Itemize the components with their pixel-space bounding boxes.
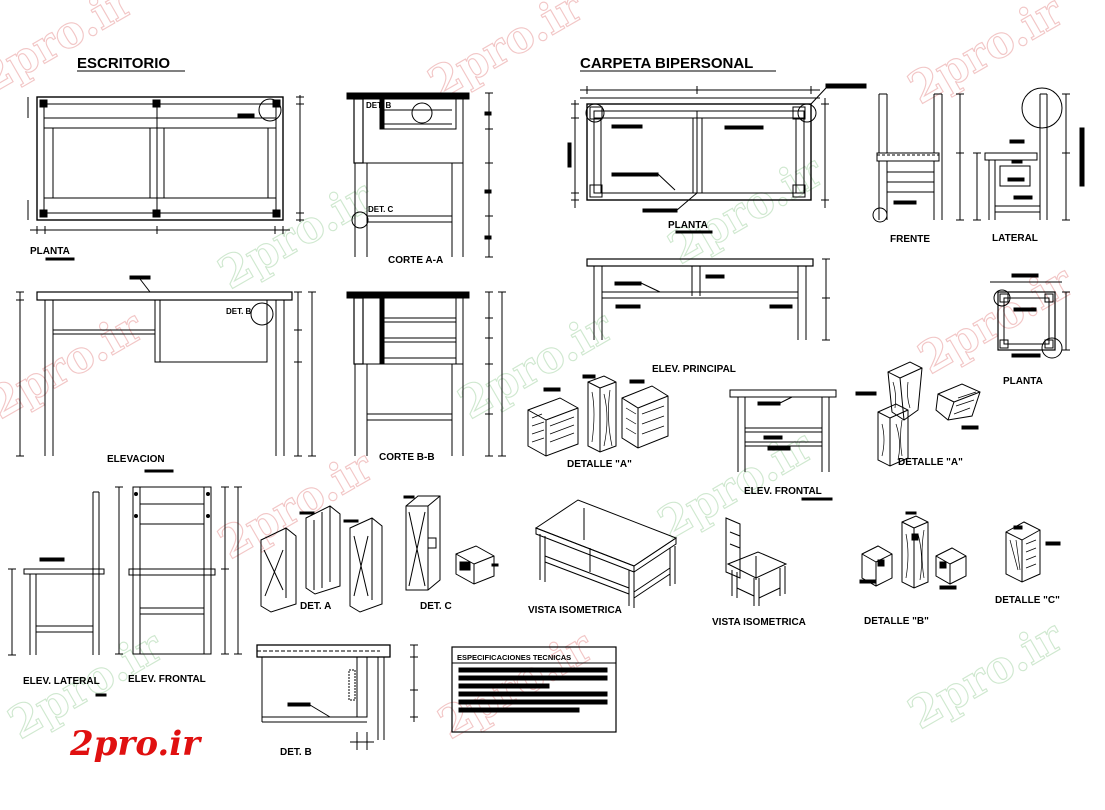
watermark-text: 2pro.ir <box>910 256 1082 385</box>
detalle-c-drawing <box>1005 521 1061 583</box>
section-aa-drawing <box>346 92 493 258</box>
label-corte-aa: CORTE A-A <box>388 255 443 266</box>
watermark-layer: 2pro.ir 2pro.ir 2pro.ir 2pro.ir 2pro.ir … <box>0 0 1083 750</box>
label-elevacion: ELEVACION <box>107 454 165 465</box>
carpeta-front-drawing <box>872 93 964 223</box>
desk-elevation-drawing <box>16 275 316 473</box>
label-frente: FRENTE <box>890 234 930 245</box>
title-escritorio: ESCRITORIO <box>77 55 170 72</box>
label-planta-carpeta: PLANTA <box>668 220 708 231</box>
watermark-text: 2pro.ir <box>210 171 382 300</box>
detalle-b-drawing <box>859 511 967 590</box>
title-carpeta-bipersonal: CARPETA BIPERSONAL <box>580 55 753 72</box>
detalle-a-left-drawing <box>527 374 669 457</box>
label-det-b: DET. B <box>280 747 312 758</box>
desk-plan-drawing <box>27 95 304 261</box>
specifications-box <box>451 646 617 733</box>
tag-det-b-elevation: DET. B <box>226 307 252 316</box>
label-elev-principal: ELEV. PRINCIPAL <box>652 364 736 375</box>
label-vista-isometrica-chair: VISTA ISOMETRICA <box>712 617 806 628</box>
label-vista-isometrica-table: VISTA ISOMETRICA <box>528 605 622 616</box>
label-det-c: DET. C <box>420 601 452 612</box>
label-lateral: LATERAL <box>992 233 1038 244</box>
detail-a-drawing <box>260 505 383 613</box>
watermark-text: 2pro.ir <box>0 301 152 430</box>
labels-layer: ESCRITORIO CARPETA BIPERSONAL PLANTA COR… <box>23 55 1060 764</box>
section-bb-drawing <box>346 291 506 457</box>
carpeta-small-plan-drawing <box>990 273 1070 359</box>
label-detalle-c: DETALLE "C" <box>995 595 1060 606</box>
detail-b-drawing <box>256 644 418 750</box>
watermark-text: 2pro.ir <box>660 146 832 275</box>
carpeta-plan-drawing <box>567 83 867 234</box>
label-planta-desk: PLANTA <box>30 246 70 257</box>
label-det-a: DET. A <box>300 601 331 612</box>
watermark-text: 2pro.ir <box>900 0 1072 115</box>
watermark-text: 2pro.ir <box>900 611 1072 740</box>
tag-det-c: DET. C <box>368 205 394 214</box>
carpeta-frontal-elevation-drawing <box>729 389 837 501</box>
detalle-a-right-drawing <box>855 361 981 467</box>
label-planta-small: PLANTA <box>1003 376 1043 387</box>
label-especificaciones: ESPECIFICACIONES TECNICAS <box>457 653 571 662</box>
chair-frontal-elevation-drawing <box>115 486 242 655</box>
watermark-text: 2pro.ir <box>450 301 622 430</box>
label-detalle-a-right: DETALLE "A" <box>898 457 963 468</box>
label-detalle-b: DETALLE "B" <box>864 616 929 627</box>
tag-det-b: DET. B <box>366 101 392 110</box>
chair-lateral-elevation-drawing <box>8 491 107 697</box>
isometric-chair-drawing <box>725 517 788 606</box>
label-elev-lateral: ELEV. LATERAL <box>23 676 100 687</box>
detail-c-drawing <box>403 495 499 591</box>
label-elev-frontal-chair: ELEV. FRONTAL <box>128 674 206 685</box>
label-detalle-a-left: DETALLE "A" <box>567 459 632 470</box>
carpeta-principal-elevation-drawing <box>586 258 830 341</box>
watermark-logo: 2pro.ir <box>69 724 202 764</box>
watermark-text: 2pro.ir <box>0 0 142 105</box>
label-elev-frontal: ELEV. FRONTAL <box>744 486 822 497</box>
isometric-table-drawing <box>534 499 678 608</box>
carpeta-lateral-drawing <box>973 87 1085 221</box>
label-corte-bb: CORTE B-B <box>379 452 435 463</box>
